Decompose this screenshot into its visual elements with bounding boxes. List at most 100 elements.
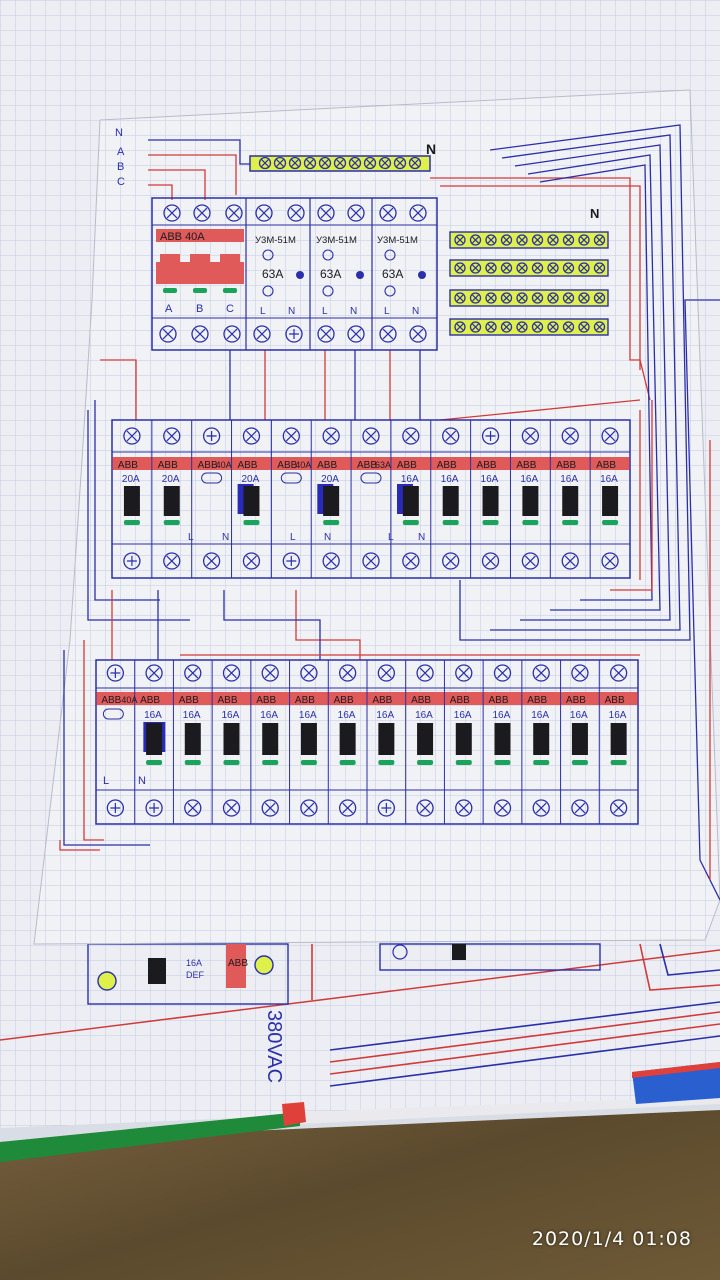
- terminal-cross: [187, 802, 199, 814]
- terminal-cross: [246, 555, 257, 567]
- breaker-handle: [482, 486, 499, 516]
- terminal-screw: [123, 552, 141, 570]
- terminal-circle: [469, 234, 482, 246]
- terminal-circle: [184, 799, 202, 817]
- input-b-label: B: [117, 161, 124, 173]
- breaker-status-mark: [482, 520, 499, 525]
- breaker-handle: [300, 723, 317, 755]
- terminal-circle: [322, 552, 340, 570]
- terminal-cross: [351, 159, 359, 167]
- breaker-brand-label: ABB: [450, 695, 470, 706]
- top-row-frame: [151, 197, 438, 351]
- terminal-cross: [445, 555, 457, 567]
- terminal-cross: [564, 323, 573, 331]
- breaker-status-mark: [123, 520, 140, 525]
- terminal-cross: [342, 667, 354, 679]
- terminal-circle: [493, 664, 512, 682]
- terminal-circle: [287, 204, 305, 222]
- breaker-rating-label: 16A: [299, 710, 317, 721]
- breaker-rating-label: 16A: [183, 710, 201, 721]
- terminal-circle: [500, 234, 513, 246]
- terminal-cross: [458, 667, 470, 679]
- rcd-test-window: [102, 708, 124, 720]
- terminal-cross: [110, 803, 121, 813]
- terminal-circle: [163, 427, 181, 445]
- terminal-screw: [242, 552, 261, 570]
- terminal-screw: [261, 799, 279, 817]
- breaker-rating-label: 16A: [481, 474, 499, 485]
- ln-label: L: [103, 775, 109, 787]
- terminal-circle: [469, 262, 482, 274]
- terminal-screw: [562, 262, 575, 274]
- relay-dial: [384, 285, 396, 297]
- terminal-screw: [300, 799, 318, 817]
- terminal-screw: [253, 325, 271, 343]
- terminal-circle: [601, 552, 619, 570]
- terminal-cross: [525, 430, 536, 442]
- terminal-cross: [196, 207, 208, 219]
- terminal-circle: [223, 325, 241, 343]
- terminal-circle: [163, 552, 181, 570]
- terminal-circle: [455, 799, 473, 817]
- terminal-circle: [593, 292, 606, 304]
- terminal-screw: [282, 427, 300, 445]
- terminal-circle: [409, 325, 427, 343]
- breaker-rating-label: 16A: [441, 474, 459, 485]
- terminal-screw: [378, 156, 392, 170]
- terminal-screw: [593, 292, 606, 304]
- breaker-brand-label: ABB: [372, 695, 392, 706]
- terminal-circle: [379, 204, 397, 222]
- terminal-cross: [580, 323, 588, 331]
- breaker-rating-label: 16A: [454, 710, 472, 721]
- terminal-screw: [454, 321, 466, 333]
- terminal-screw: [601, 427, 619, 445]
- green-notebook-edge: [0, 1112, 300, 1162]
- wiring: [59, 124, 720, 901]
- terminal-circle: [163, 204, 181, 222]
- terminal-circle: [481, 427, 500, 445]
- terminal-cross: [458, 802, 470, 814]
- breaker-rating-label: 20A: [321, 474, 339, 485]
- relay-led: [356, 271, 364, 279]
- terminal-screw: [408, 156, 422, 170]
- terminal-screw: [469, 262, 482, 274]
- terminal-screw: [377, 664, 396, 682]
- terminal-screw: [469, 234, 482, 246]
- breaker-brand-label: ABB: [516, 460, 536, 471]
- breaker-handle: [571, 723, 588, 755]
- rcd-test-window: [201, 472, 223, 484]
- terminal-screw: [442, 552, 460, 570]
- breaker-brand-label: ABB: [218, 695, 238, 706]
- terminal-screw: [571, 664, 589, 682]
- ln-label: N: [222, 532, 229, 543]
- input-c-label: C: [117, 176, 125, 188]
- terminal-screw: [469, 321, 482, 333]
- terminal-cross: [206, 431, 217, 441]
- terminal-screw: [338, 664, 357, 682]
- bg-abb-label: ABB: [228, 958, 248, 969]
- breaker-brand-label: ABB: [605, 695, 625, 706]
- terminal-cross: [564, 264, 573, 272]
- terminal-cross: [456, 323, 464, 331]
- terminal-circle: [578, 234, 590, 246]
- terminal-screw: [485, 321, 497, 333]
- main-breaker-3pole: ABB 40A A B C: [156, 229, 244, 315]
- breaker-handle: [223, 723, 240, 755]
- terminal-screw: [300, 664, 318, 682]
- terminal-circle: [593, 321, 606, 333]
- terminal-screw: [593, 262, 606, 274]
- terminal-cross: [580, 236, 588, 244]
- phase-a-label: A: [165, 303, 173, 315]
- terminal-circle: [521, 427, 540, 445]
- breaker-handle: [378, 723, 395, 755]
- terminal-cross: [595, 323, 604, 331]
- terminal-circle: [547, 321, 559, 333]
- terminal-circle: [202, 427, 221, 445]
- voltage-label-380vac: 380VAC: [263, 1010, 285, 1083]
- terminal-screw: [202, 552, 221, 570]
- terminal-circle: [578, 262, 590, 274]
- neutral-bar-label: N: [426, 141, 436, 157]
- breaker-handle: [442, 486, 459, 516]
- terminal-screw: [578, 292, 590, 304]
- terminal-screw: [402, 552, 420, 570]
